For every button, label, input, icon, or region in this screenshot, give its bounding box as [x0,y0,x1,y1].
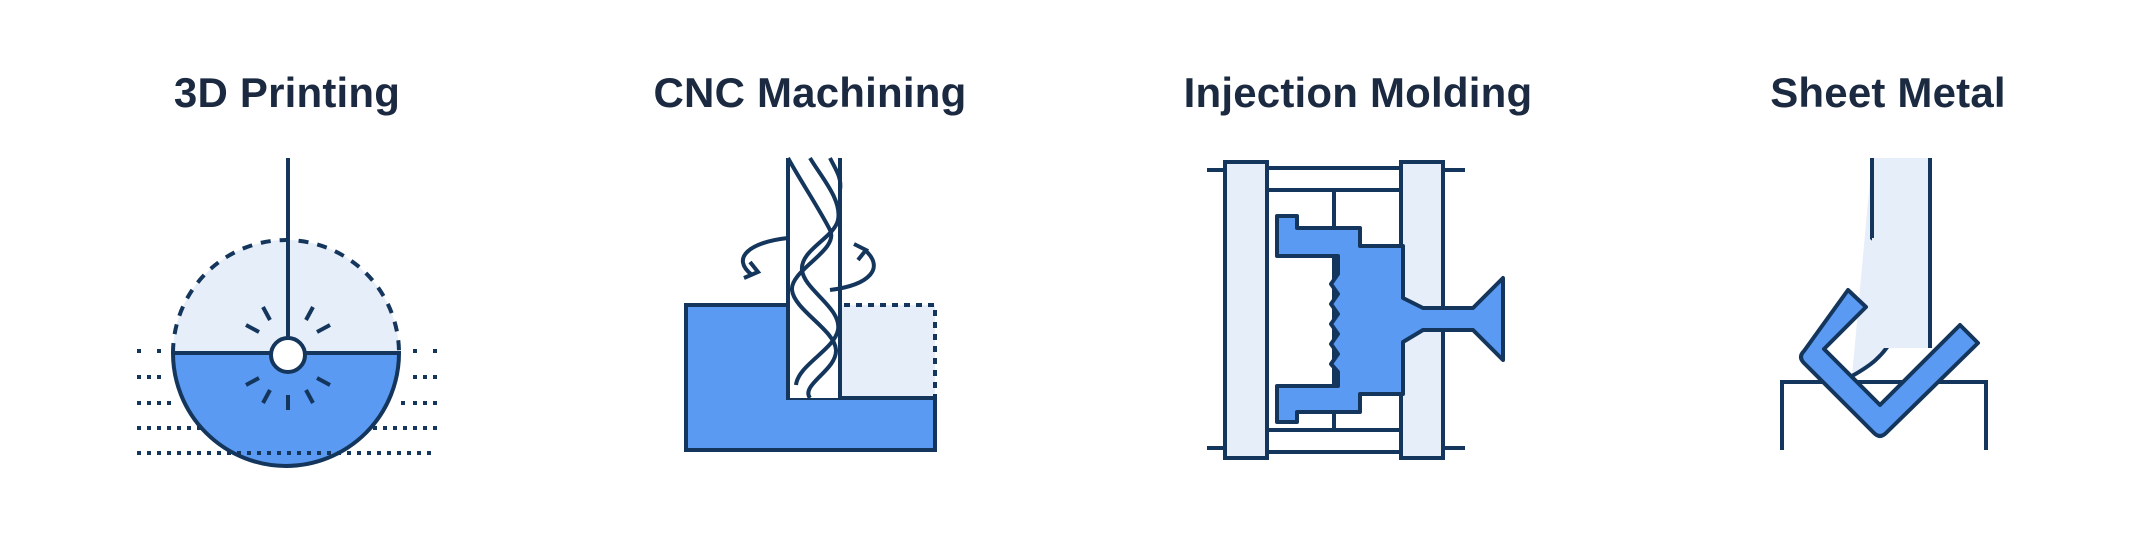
process-card-cnc-machining: CNC Machining [600,0,1020,534]
process-title: Sheet Metal [1770,69,2006,116]
process-title: CNC Machining [653,69,967,116]
sheet-metal-icon [1780,158,1988,450]
process-card-3d-printing: 3D Printing [77,0,497,534]
process-title: 3D Printing [173,69,401,116]
3d-printing-icon [137,158,437,468]
cnc-machining-icon [684,156,937,452]
process-card-injection-molding: Injection Molding [1148,0,1568,534]
injection-molding-icon [1207,160,1505,460]
process-card-sheet-metal: Sheet Metal [1678,0,2098,534]
process-title: Injection Molding [1183,69,1533,116]
